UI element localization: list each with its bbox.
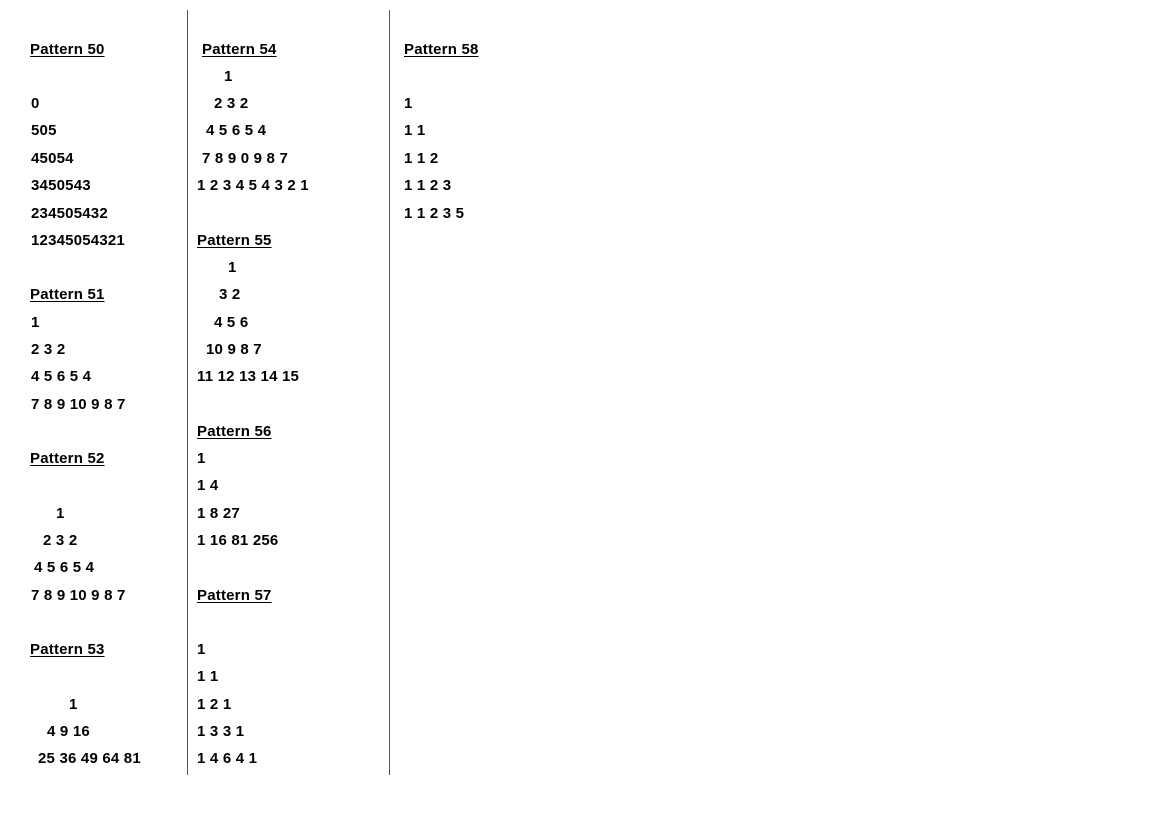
pattern-57-row: 1 1 bbox=[197, 668, 219, 685]
pattern-57-row: 1 bbox=[197, 641, 206, 658]
pattern-50-row: 0 bbox=[31, 95, 40, 112]
pattern-58-row: 1 bbox=[404, 95, 413, 112]
pattern-54-title: Pattern 54 bbox=[202, 41, 277, 58]
pattern-58-title: Pattern 58 bbox=[404, 41, 479, 58]
pattern-56-title: Pattern 56 bbox=[197, 423, 272, 440]
pattern-57-row: 1 3 3 1 bbox=[197, 723, 245, 740]
pattern-50-row: 234505432 bbox=[31, 205, 108, 222]
pattern-57-title: Pattern 57 bbox=[197, 587, 272, 604]
pattern-53-row: 1 bbox=[69, 696, 78, 713]
column-divider-1 bbox=[187, 10, 188, 775]
pattern-50-row: 3450543 bbox=[31, 177, 91, 194]
pattern-51-row: 7 8 9 10 9 8 7 bbox=[31, 396, 126, 413]
pattern-54-row: 1 bbox=[224, 68, 233, 85]
pattern-53-row: 4 9 16 bbox=[47, 723, 90, 740]
pattern-58-row: 1 1 2 bbox=[404, 150, 439, 167]
pattern-55-row: 10 9 8 7 bbox=[206, 341, 262, 358]
pattern-52-row: 2 3 2 bbox=[43, 532, 78, 549]
pattern-55-row: 11 12 13 14 15 bbox=[197, 368, 300, 385]
pattern-51-row: 4 5 6 5 4 bbox=[31, 368, 92, 385]
pattern-56-row: 1 16 81 256 bbox=[197, 532, 279, 549]
column-divider-2 bbox=[389, 10, 390, 775]
pattern-54-row: 4 5 6 5 4 bbox=[206, 122, 267, 139]
pattern-55-row: 1 bbox=[228, 259, 237, 276]
pattern-51-row: 2 3 2 bbox=[31, 341, 66, 358]
pattern-53-title: Pattern 53 bbox=[30, 641, 105, 658]
pattern-54-row: 7 8 9 0 9 8 7 bbox=[202, 150, 289, 167]
pattern-52-row: 7 8 9 10 9 8 7 bbox=[31, 587, 126, 604]
pattern-58-row: 1 1 bbox=[404, 122, 426, 139]
pattern-56-row: 1 4 bbox=[197, 477, 219, 494]
pattern-55-row: 3 2 bbox=[219, 286, 241, 303]
pattern-54-row: 2 3 2 bbox=[214, 95, 249, 112]
pattern-55-row: 4 5 6 bbox=[214, 314, 249, 331]
pattern-58-row: 1 1 2 3 5 bbox=[404, 205, 465, 222]
pattern-57-row: 1 4 6 4 1 bbox=[197, 750, 258, 767]
pattern-50-row: 45054 bbox=[31, 150, 74, 167]
pattern-53-row: 25 36 49 64 81 bbox=[38, 750, 141, 767]
pattern-51-title: Pattern 51 bbox=[30, 286, 105, 303]
pattern-50-row: 12345054321 bbox=[31, 232, 125, 249]
pattern-57-row: 1 2 1 bbox=[197, 696, 232, 713]
pattern-58-row: 1 1 2 3 bbox=[404, 177, 452, 194]
pattern-55-title: Pattern 55 bbox=[197, 232, 272, 249]
pattern-54-row: 1 2 3 4 5 4 3 2 1 bbox=[197, 177, 309, 194]
pattern-52-row: 4 5 6 5 4 bbox=[34, 559, 95, 576]
pattern-56-row: 1 bbox=[197, 450, 206, 467]
pattern-52-title: Pattern 52 bbox=[30, 450, 105, 467]
pattern-51-row: 1 bbox=[31, 314, 40, 331]
pattern-50-row: 505 bbox=[31, 122, 57, 139]
pattern-56-row: 1 8 27 bbox=[197, 505, 240, 522]
pattern-52-row: 1 bbox=[56, 505, 65, 522]
pattern-50-title: Pattern 50 bbox=[30, 41, 105, 58]
